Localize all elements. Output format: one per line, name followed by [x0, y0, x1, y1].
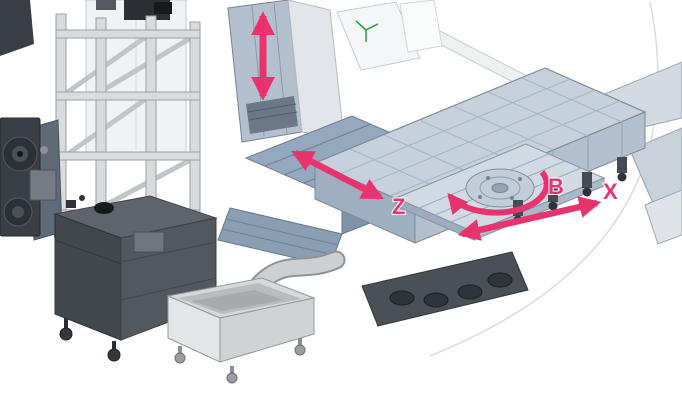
background-arc — [429, 1, 659, 357]
orientation-triad-icon — [355, 20, 379, 42]
motor-assembly — [0, 117, 63, 241]
z-axis-label: Z — [392, 194, 405, 219]
b-axis-label: B — [548, 174, 564, 199]
x-axis-arrow — [457, 196, 602, 241]
spindle-column — [227, 0, 345, 143]
bin-casters — [174, 338, 306, 384]
coolant-tank — [53, 195, 218, 362]
rotary-table-insert — [465, 168, 535, 208]
white-enclosure-panels — [336, 0, 443, 71]
left-wall-panel — [0, 0, 34, 56]
z-axis-arrow — [291, 150, 384, 200]
chip-bin — [166, 277, 316, 384]
chip-conveyor — [361, 251, 529, 327]
b-axis-arrow — [447, 170, 550, 216]
x-axis-label: X — [603, 179, 618, 204]
column-top-motor — [96, 0, 172, 20]
